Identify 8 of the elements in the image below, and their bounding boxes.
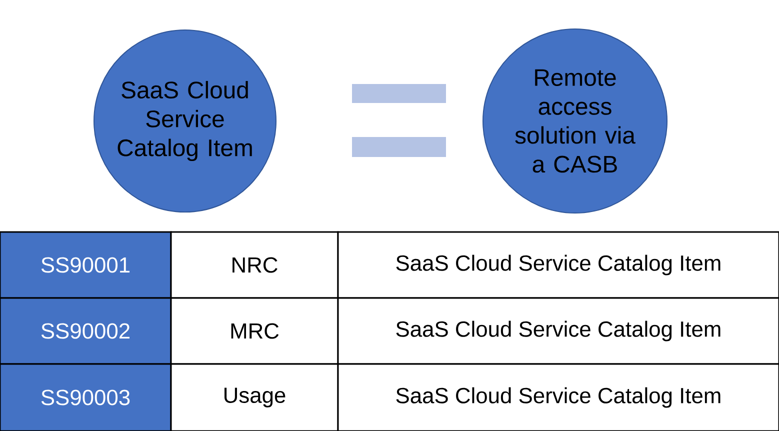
id-cell: SS90001 [0, 231, 172, 299]
circle-node: Remote access solution via a CASB [482, 28, 668, 214]
circle-node: SaaS Cloud Service Catalog Item [94, 30, 276, 212]
id-cell: SS90002 [0, 297, 172, 365]
id-cell: SS90003 [0, 363, 172, 431]
table-cell: MRC [170, 297, 339, 365]
table-cell: NRC [170, 231, 339, 299]
table-cell: Usage [170, 363, 339, 431]
